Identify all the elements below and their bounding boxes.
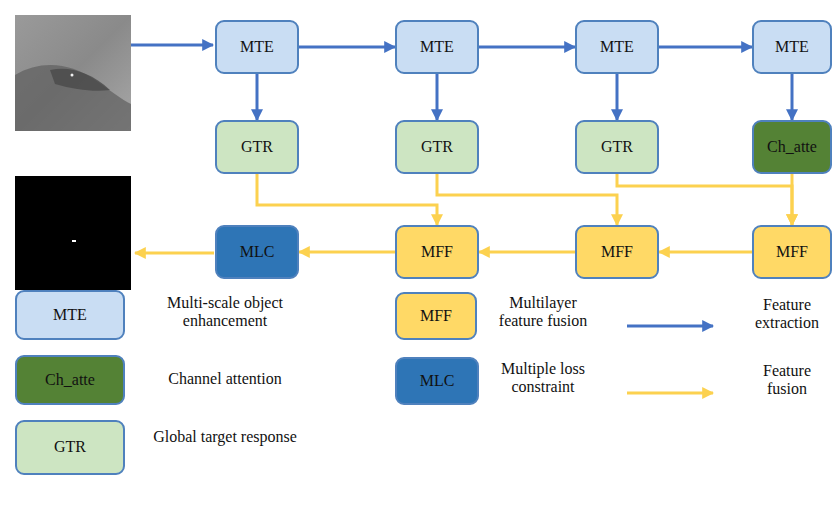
- connector-arrow: [299, 251, 395, 254]
- legend-swatch: MFF: [395, 292, 477, 340]
- connector-arrow: [437, 174, 617, 225]
- legend-text: Multilayer feature fusion: [488, 294, 598, 331]
- connector-arrow: [659, 251, 752, 254]
- legend-text: Feature fusion: [742, 362, 832, 399]
- infrared-input-image: [15, 15, 131, 131]
- response-box: GTR: [215, 120, 299, 174]
- enhancement-box: MTE: [215, 20, 299, 74]
- input-arrow: [131, 44, 213, 47]
- connector-arrow: [436, 74, 439, 120]
- fusion-box: MFF: [395, 225, 479, 279]
- output-arrow: [135, 252, 214, 255]
- connector-arrow: [616, 74, 619, 120]
- connector-arrow: [299, 46, 395, 49]
- node-label: MLC: [240, 243, 275, 261]
- legend-swatch: MTE: [15, 290, 125, 340]
- connector-arrow: [791, 74, 794, 120]
- swatch-label: GTR: [54, 438, 86, 456]
- attention-box: Ch_atte: [752, 120, 832, 174]
- node-label: MFF: [601, 243, 633, 261]
- node-label: GTR: [421, 138, 453, 156]
- enhancement-box: MTE: [395, 20, 479, 74]
- connector-arrow: [257, 174, 437, 225]
- connector-arrow: [479, 251, 575, 254]
- node-label: MFF: [421, 243, 453, 261]
- swatch-label: MTE: [53, 306, 87, 324]
- node-label: MTE: [420, 38, 454, 56]
- swatch-label: MFF: [420, 307, 452, 325]
- legend-swatch: GTR: [15, 420, 125, 475]
- node-label: MTE: [240, 38, 274, 56]
- loss-box: MLC: [215, 225, 299, 279]
- legend-text: Global target response: [140, 428, 310, 446]
- enhancement-box: MTE: [575, 20, 659, 74]
- legend-swatch: Ch_atte: [15, 355, 125, 405]
- legend-text: Feature extraction: [742, 296, 832, 333]
- legend-text: Multi-scale object enhancement: [140, 294, 310, 331]
- legend-swatch: MLC: [395, 357, 479, 405]
- connector-arrow: [256, 74, 259, 120]
- detection-output-image: [15, 176, 131, 290]
- swatch-label: Ch_atte: [45, 371, 95, 389]
- node-label: MFF: [776, 243, 808, 261]
- fusion-box: MFF: [575, 225, 659, 279]
- connector-arrow: [617, 174, 792, 225]
- node-label: MTE: [600, 38, 634, 56]
- connector-arrow: [479, 46, 575, 49]
- response-box: GTR: [395, 120, 479, 174]
- legend-line-sample: [627, 392, 713, 395]
- node-label: Ch_atte: [767, 138, 817, 156]
- connector-arrow: [659, 46, 752, 49]
- enhancement-box: MTE: [752, 20, 832, 74]
- node-label: GTR: [241, 138, 273, 156]
- response-box: GTR: [575, 120, 659, 174]
- node-label: MTE: [775, 38, 809, 56]
- swatch-label: MLC: [420, 372, 455, 390]
- node-label: GTR: [601, 138, 633, 156]
- fusion-box: MFF: [752, 225, 832, 279]
- legend-line-sample: [627, 325, 713, 328]
- legend-text: Multiple loss constraint: [488, 360, 598, 397]
- connector-arrow: [791, 174, 794, 225]
- legend-text: Channel attention: [140, 370, 310, 388]
